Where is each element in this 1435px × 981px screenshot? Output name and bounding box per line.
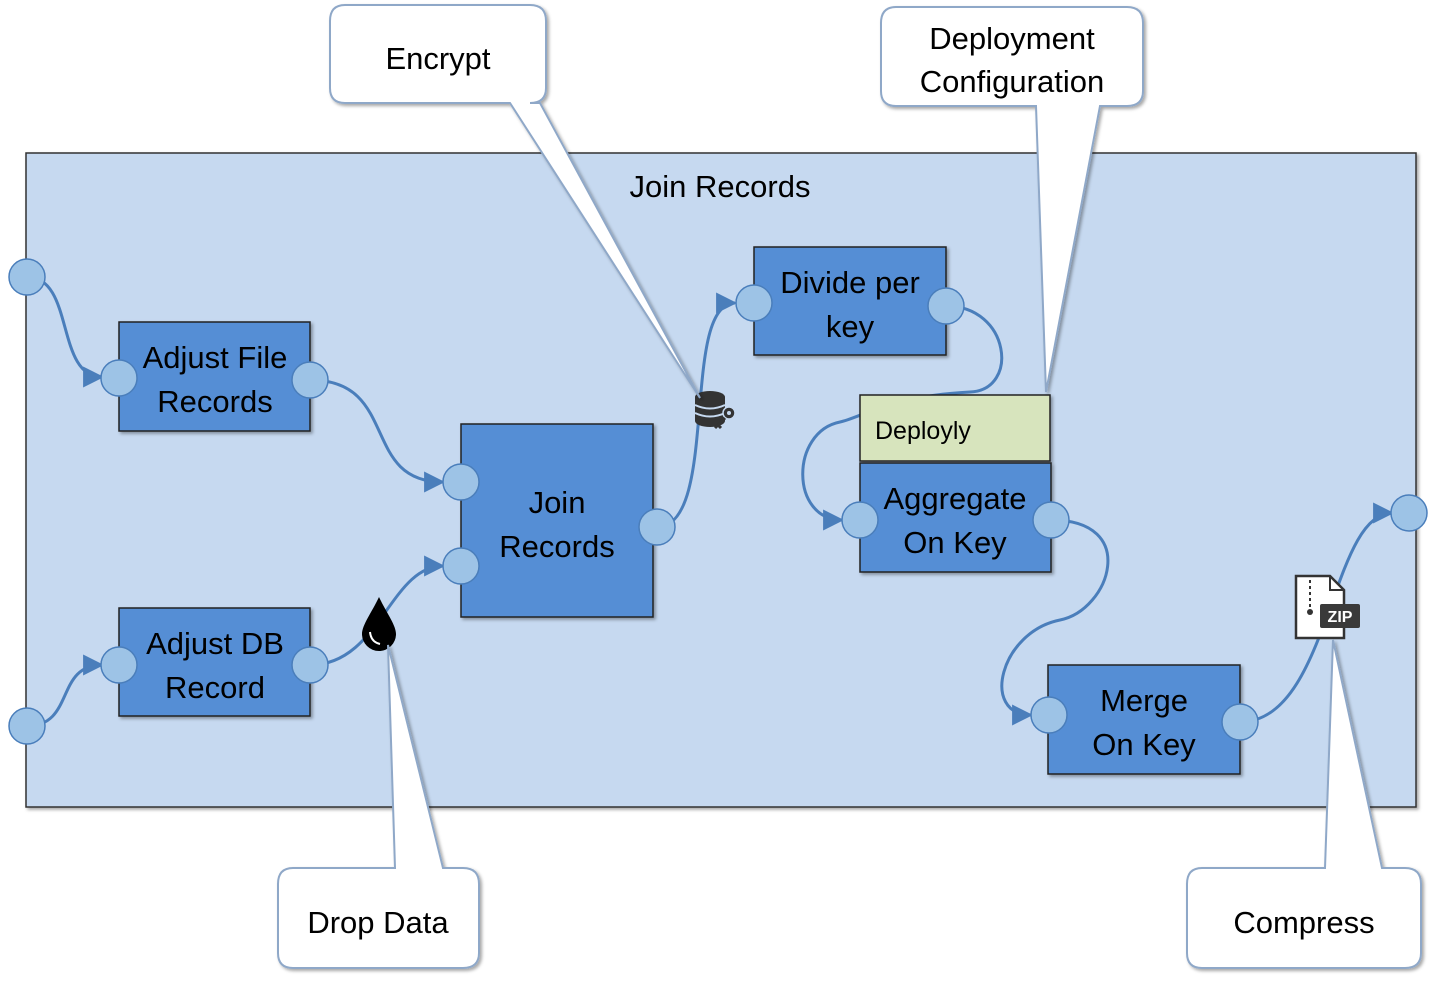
database-key-icon[interactable] <box>694 391 736 430</box>
drop-icon[interactable] <box>362 597 396 651</box>
node-label-line2: Records <box>499 529 614 564</box>
ports <box>8 258 1428 745</box>
node-label-line1: Divide per <box>780 265 920 300</box>
zip-file-icon[interactable]: ZIP <box>1294 574 1360 640</box>
node-label-line1: Join <box>529 485 586 520</box>
node-label-line2: Records <box>157 384 272 419</box>
port-adjust-file-out[interactable] <box>291 361 329 399</box>
node-label-line1: Aggregate <box>883 481 1026 516</box>
node-label-line1: Adjust File <box>143 340 288 375</box>
port-divide-out[interactable] <box>927 287 965 325</box>
callout-line1: Deployment <box>929 21 1095 56</box>
port-join-out[interactable] <box>638 508 676 546</box>
node-join-records[interactable]: Join Records <box>460 423 654 618</box>
node-label-line1: Adjust DB <box>146 626 284 661</box>
port-input-1[interactable] <box>8 258 46 296</box>
node-label-line2: Record <box>165 670 265 705</box>
callout-encrypt[interactable]: Encrypt <box>329 4 701 399</box>
callout-text: Compress <box>1233 905 1374 940</box>
zip-label: ZIP <box>1328 609 1353 626</box>
port-merge-out[interactable] <box>1221 703 1259 741</box>
port-adjust-file-in[interactable] <box>100 359 138 397</box>
node-divide-per-key[interactable]: Divide per key <box>753 246 947 356</box>
node-adjust-db-record[interactable]: Adjust DB Record <box>118 607 311 717</box>
callout-compress[interactable]: Compress <box>1186 639 1422 969</box>
node-merge-on-key[interactable]: Merge On Key <box>1047 664 1241 775</box>
callout-deployment-configuration[interactable]: Deployment Configuration <box>880 6 1144 393</box>
port-output[interactable] <box>1390 494 1428 532</box>
node-aggregate-on-key[interactable]: Aggregate On Key <box>859 462 1052 573</box>
port-divide-in[interactable] <box>735 284 773 322</box>
edge-aggregate-to-merge <box>1000 518 1110 726</box>
node-label-line2: On Key <box>903 525 1007 560</box>
edge-adjust-file-to-join <box>309 378 446 493</box>
callout-text: Drop Data <box>307 905 449 940</box>
port-merge-in[interactable] <box>1030 696 1068 734</box>
callout-line2: Configuration <box>920 64 1104 99</box>
deployly-badge[interactable]: Deployly <box>859 394 1051 462</box>
callout-drop-data[interactable]: Drop Data <box>277 644 480 969</box>
deployly-label: Deployly <box>875 417 971 445</box>
container-title: Join Records <box>630 169 811 204</box>
node-adjust-file-records[interactable]: Adjust File Records <box>118 321 311 432</box>
node-label-line2: On Key <box>1092 727 1196 762</box>
port-aggregate-in[interactable] <box>841 501 879 539</box>
callout-text: Encrypt <box>385 41 490 76</box>
node-label-line1: Merge <box>1100 683 1188 718</box>
port-input-2[interactable] <box>8 707 46 745</box>
port-adjust-db-in[interactable] <box>100 646 138 684</box>
port-adjust-db-out[interactable] <box>291 646 329 684</box>
node-label-line2: key <box>826 309 875 344</box>
port-join-in-1[interactable] <box>442 463 480 501</box>
port-join-in-2[interactable] <box>442 547 480 585</box>
port-aggregate-out[interactable] <box>1032 501 1070 539</box>
